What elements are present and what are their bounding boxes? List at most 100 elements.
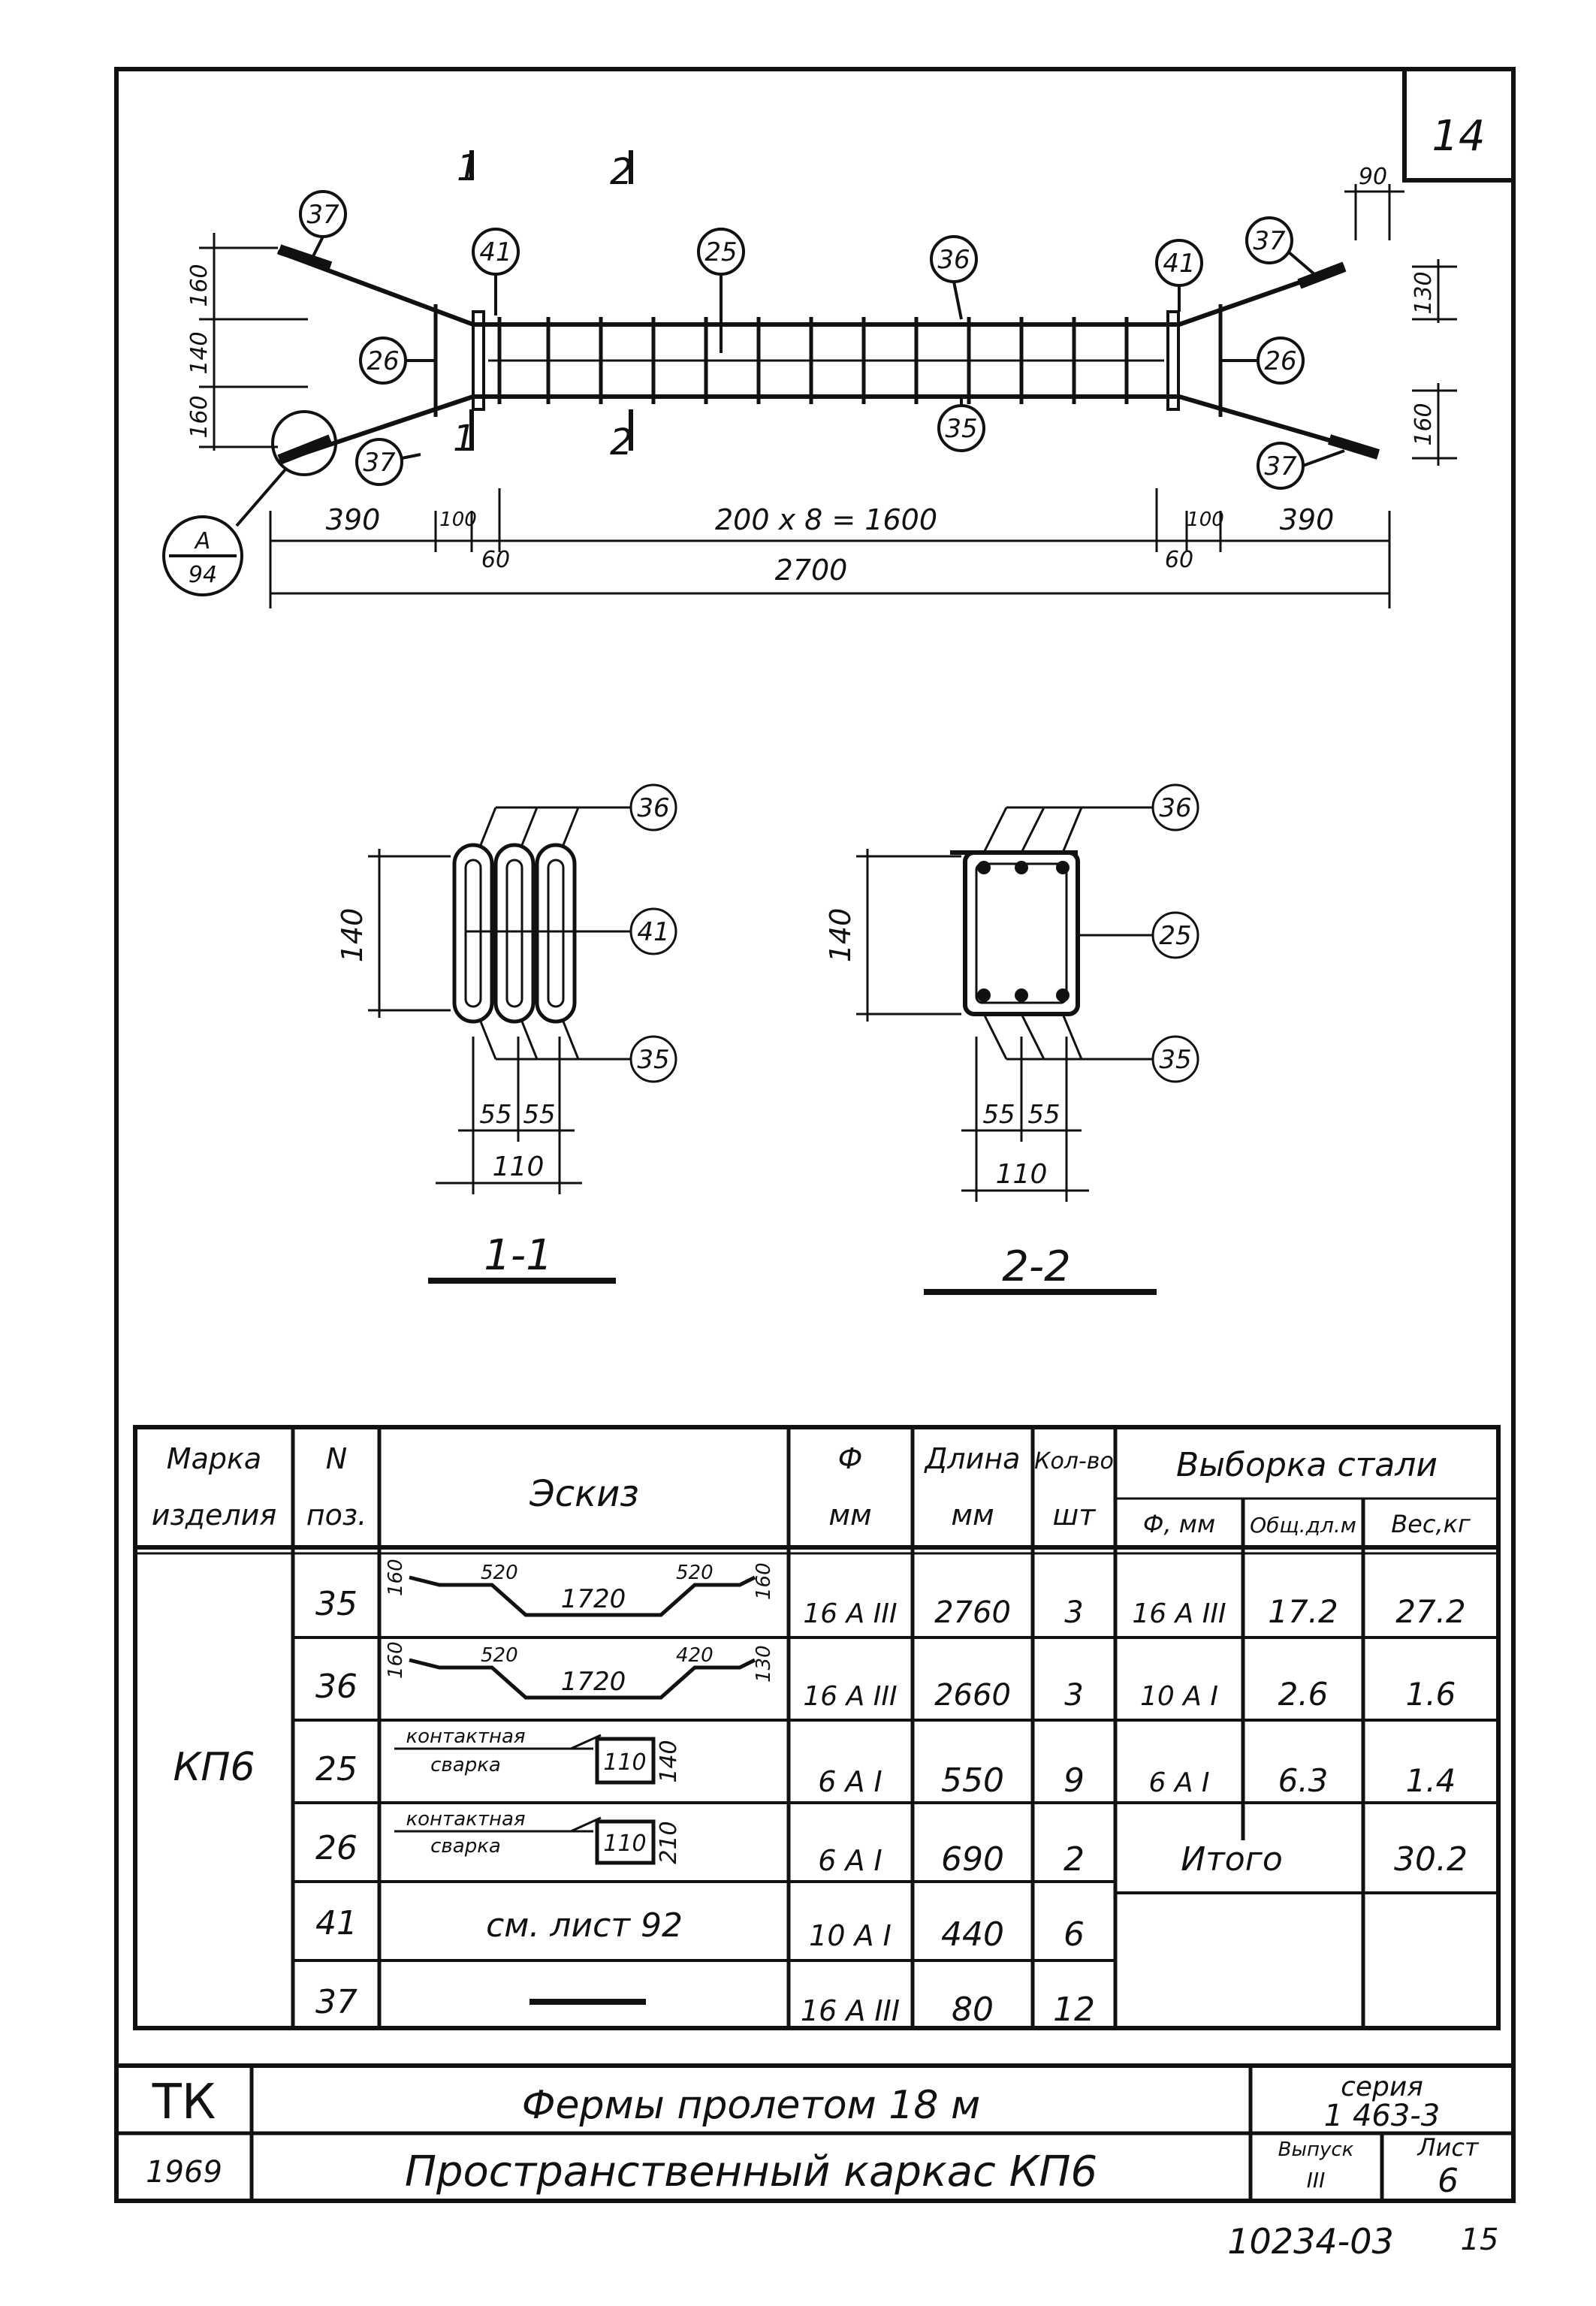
row-pos: 37 [315, 1983, 358, 2021]
table-row: 26 контактная сварка 110 210 6 A I 690 2 [315, 1808, 1085, 1879]
hdr-qty-1: Кол-во [1034, 1448, 1114, 1474]
callout-26-left: 26 [367, 346, 399, 376]
sketch-note: сварка [430, 1835, 501, 1858]
series-value: 1 463-3 [1324, 2099, 1440, 2133]
section-2-2: 140 36 25 35 55 55 110 2-2 [824, 783, 1199, 1295]
hdr-length-1: Длина [924, 1442, 1021, 1475]
corner-number: 14 [1432, 112, 1485, 161]
hdr-pos-1: N [326, 1442, 347, 1475]
frame-plan-view: 1 2 1 2 [162, 147, 1457, 608]
table-row: 35 160 520 1720 520 160 16 A III 2760 3 [315, 1559, 1084, 1630]
callout-25: 25 [704, 237, 737, 267]
section-1-1: 140 36 41 35 55 55 110 1-1 [336, 783, 677, 1284]
s2-spacing-55-a: 55 [982, 1100, 1015, 1130]
table-row: 36 160 520 1720 420 130 16 A III 2660 3 [315, 1641, 1084, 1713]
sheet-label: Лист [1416, 2133, 1479, 2162]
sketch-dim: 160 [385, 1559, 407, 1596]
row-length: 550 [941, 1761, 1004, 1800]
dim-left-140: 140 [186, 331, 213, 374]
steel-d: 10 A I [1140, 1681, 1218, 1712]
s1-width-110: 110 [493, 1151, 545, 1182]
section-mark-1-top: 1 [457, 147, 480, 189]
sketch-dim: 110 [603, 1749, 646, 1776]
callout-37-top-right: 37 [1253, 226, 1286, 256]
title-line-2: Пространственный каркас КП6 [405, 2148, 1097, 2196]
dim-60-left: 60 [481, 547, 510, 573]
sketch-dim: 110 [603, 1831, 646, 1857]
hdr-diam-1: Ф [838, 1442, 863, 1475]
s2-spacing-55-b: 55 [1027, 1100, 1060, 1130]
title-line-1: Фермы пролетом 18 м [522, 2083, 980, 2128]
callout-36: 36 [937, 245, 970, 275]
dim-100-left: 100 [439, 509, 477, 531]
sketch-dim: 160 [753, 1562, 775, 1600]
year: 1969 [146, 2155, 222, 2190]
sketch-dim: 520 [481, 1562, 518, 1584]
total-mass: 30.2 [1394, 1840, 1468, 1879]
total-label: Итого [1181, 1840, 1283, 1879]
s1-callout-36: 36 [637, 793, 669, 823]
dim-200x8: 200 x 8 = 1600 [715, 503, 937, 536]
s2-callout-36: 36 [1159, 793, 1191, 823]
sketch-dim: 210 [656, 1821, 682, 1864]
detail-ref-sheet: 94 [189, 562, 217, 588]
dim-right-160: 160 [1410, 403, 1437, 445]
s2-callout-35: 35 [1159, 1045, 1191, 1075]
dim-left-160-bottom: 160 [186, 395, 213, 438]
hdr-mark-2: изделия [152, 1499, 276, 1532]
s1-label: 1-1 [484, 1231, 552, 1280]
sketch-dim: 520 [481, 1644, 518, 1667]
s2-height-140: 140 [824, 908, 857, 963]
steel-d: 6 A I [1148, 1767, 1209, 1798]
sketch-dim: 1720 [561, 1584, 626, 1614]
section-mark-2-top: 2 [610, 151, 633, 193]
row-pos: 25 [315, 1750, 358, 1788]
hdr-diam-2: мм [828, 1499, 871, 1532]
section-mark-1-bottom: 1 [453, 418, 476, 460]
table-row: 37 16 A III 80 12 [315, 1983, 1095, 2029]
table-row: 25 контактная сварка 110 140 6 A I 550 9 [315, 1725, 1085, 1800]
row-diam: 6 A I [818, 1765, 882, 1798]
title-block: ТК 1969 Фермы пролетом 18 м Пространстве… [114, 2063, 1516, 2203]
s1-height-140: 140 [336, 908, 369, 963]
sketch-note: см. лист 92 [486, 1906, 683, 1945]
s1-callout-35: 35 [637, 1045, 669, 1075]
row-length: 80 [952, 1991, 994, 2029]
row-qty: 3 [1064, 1595, 1083, 1630]
product-mark: КП6 [173, 1745, 255, 1790]
hdr-steel-len: Общ.дл.м [1250, 1513, 1356, 1538]
row-pos: 26 [315, 1829, 358, 1867]
bent-bar-sketch [409, 1658, 756, 1700]
dim-right-90: 90 [1359, 164, 1387, 190]
steel-len: 2.6 [1278, 1676, 1329, 1713]
steel-mass: 1.6 [1406, 1676, 1456, 1713]
row-pos: 35 [315, 1585, 358, 1623]
steel-len: 17.2 [1268, 1593, 1338, 1630]
s2-callout-25: 25 [1159, 921, 1191, 951]
s1-spacing-55-b: 55 [523, 1100, 555, 1130]
dim-100-right: 100 [1187, 509, 1224, 531]
sketch-note: контактная [406, 1808, 525, 1831]
hdr-length-2: мм [951, 1499, 994, 1532]
drawing-code: 10234-03 [1227, 2221, 1393, 2262]
detail-ref-letter: A [194, 528, 211, 554]
row-qty: 2 [1063, 1840, 1085, 1879]
steel-d: 16 A III [1132, 1598, 1226, 1629]
hdr-pos-2: поз. [306, 1499, 367, 1532]
issue-value: III [1307, 2168, 1326, 2193]
row-diam: 10 A I [809, 1919, 892, 1952]
sketch-dim: 520 [676, 1562, 714, 1584]
sketch-note: сварка [430, 1754, 501, 1776]
row-diam: 6 A I [818, 1844, 882, 1877]
page-number: 15 [1461, 2223, 1499, 2257]
s2-width-110: 110 [996, 1159, 1048, 1190]
callout-35: 35 [945, 414, 977, 444]
hdr-qty-2: шт [1053, 1499, 1097, 1532]
dim-right-130: 130 [1410, 271, 1437, 314]
row-pos: 36 [315, 1668, 358, 1706]
corner-number-box: 14 [1402, 69, 1513, 183]
steel-mass: 27.2 [1395, 1593, 1466, 1630]
s1-spacing-55-a: 55 [479, 1100, 511, 1130]
s1-callout-41: 41 [637, 917, 669, 947]
